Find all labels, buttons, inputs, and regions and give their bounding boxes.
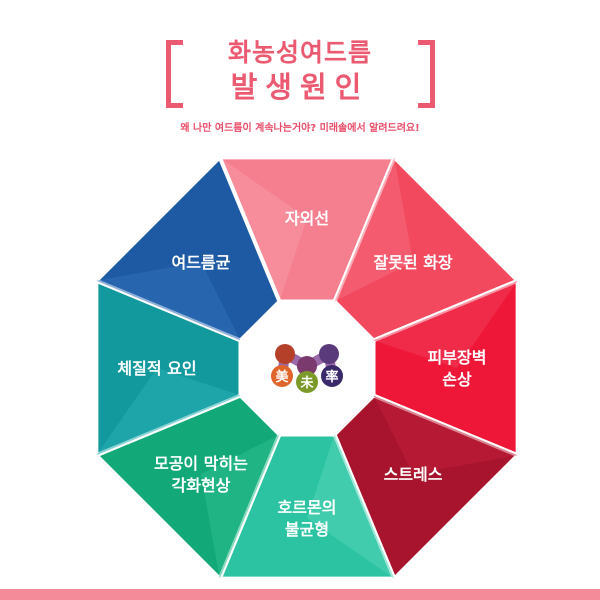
segment-shade-hormone [307, 434, 395, 579]
segment-label-hormone: 불균형 [285, 520, 329, 539]
center-logo: 美未率 [242, 303, 372, 433]
segment-label-constitution: 체질적 요인 [117, 359, 196, 378]
segment-shade-uv [219, 157, 307, 302]
title-line-1: 화농성여드름 [227, 38, 372, 67]
logo-circle [321, 365, 343, 387]
logo-dot [275, 344, 295, 364]
logo-char: 美 [275, 369, 289, 385]
segment-label-keratinization: 모공이 막히는 [154, 454, 248, 473]
segment-label-skin-barrier: 손상 [442, 370, 472, 389]
logo-dot [319, 344, 339, 364]
segments [94, 155, 520, 581]
segment-label-uv: 자외선 [285, 209, 329, 228]
right-bracket [418, 40, 435, 108]
segment-shade-acne-bacteria [96, 261, 241, 341]
header: 화농성여드름 발생원인 왜 나만 여드름이 계속나는거야? 미래솔에서 알려드려… [0, 0, 600, 140]
logo-circle [271, 365, 293, 387]
logo-char: 率 [325, 369, 338, 385]
segment-label-stress: 스트레스 [384, 465, 443, 484]
title-line-2: 발생원인 [230, 70, 370, 104]
segment-label-keratinization: 각화현상 [171, 476, 230, 495]
segment-shade-constitution [96, 368, 241, 456]
segment-label-skin-barrier: 피부장벽 [428, 348, 487, 367]
logo-dot [297, 356, 317, 376]
logo-char: 未 [299, 375, 314, 391]
footer-bar [0, 589, 600, 600]
segment-label-hormone: 호르몬의 [278, 498, 337, 517]
segment-shade-stress [373, 395, 518, 475]
segment-label-acne-bacteria: 여드름균 [171, 253, 230, 272]
segment-label-wrong-makeup: 잘못된 화장 [373, 253, 452, 272]
left-bracket [166, 40, 183, 108]
segment-shade-skin-barrier [373, 280, 518, 368]
subtitle: 왜 나만 여드름이 계속나는거야? 미래솔에서 알려드려요! [180, 123, 420, 134]
segment-shade-wrong-makeup [334, 157, 414, 302]
segment-shade-keratinization [200, 434, 280, 579]
logo-circle [296, 371, 318, 393]
